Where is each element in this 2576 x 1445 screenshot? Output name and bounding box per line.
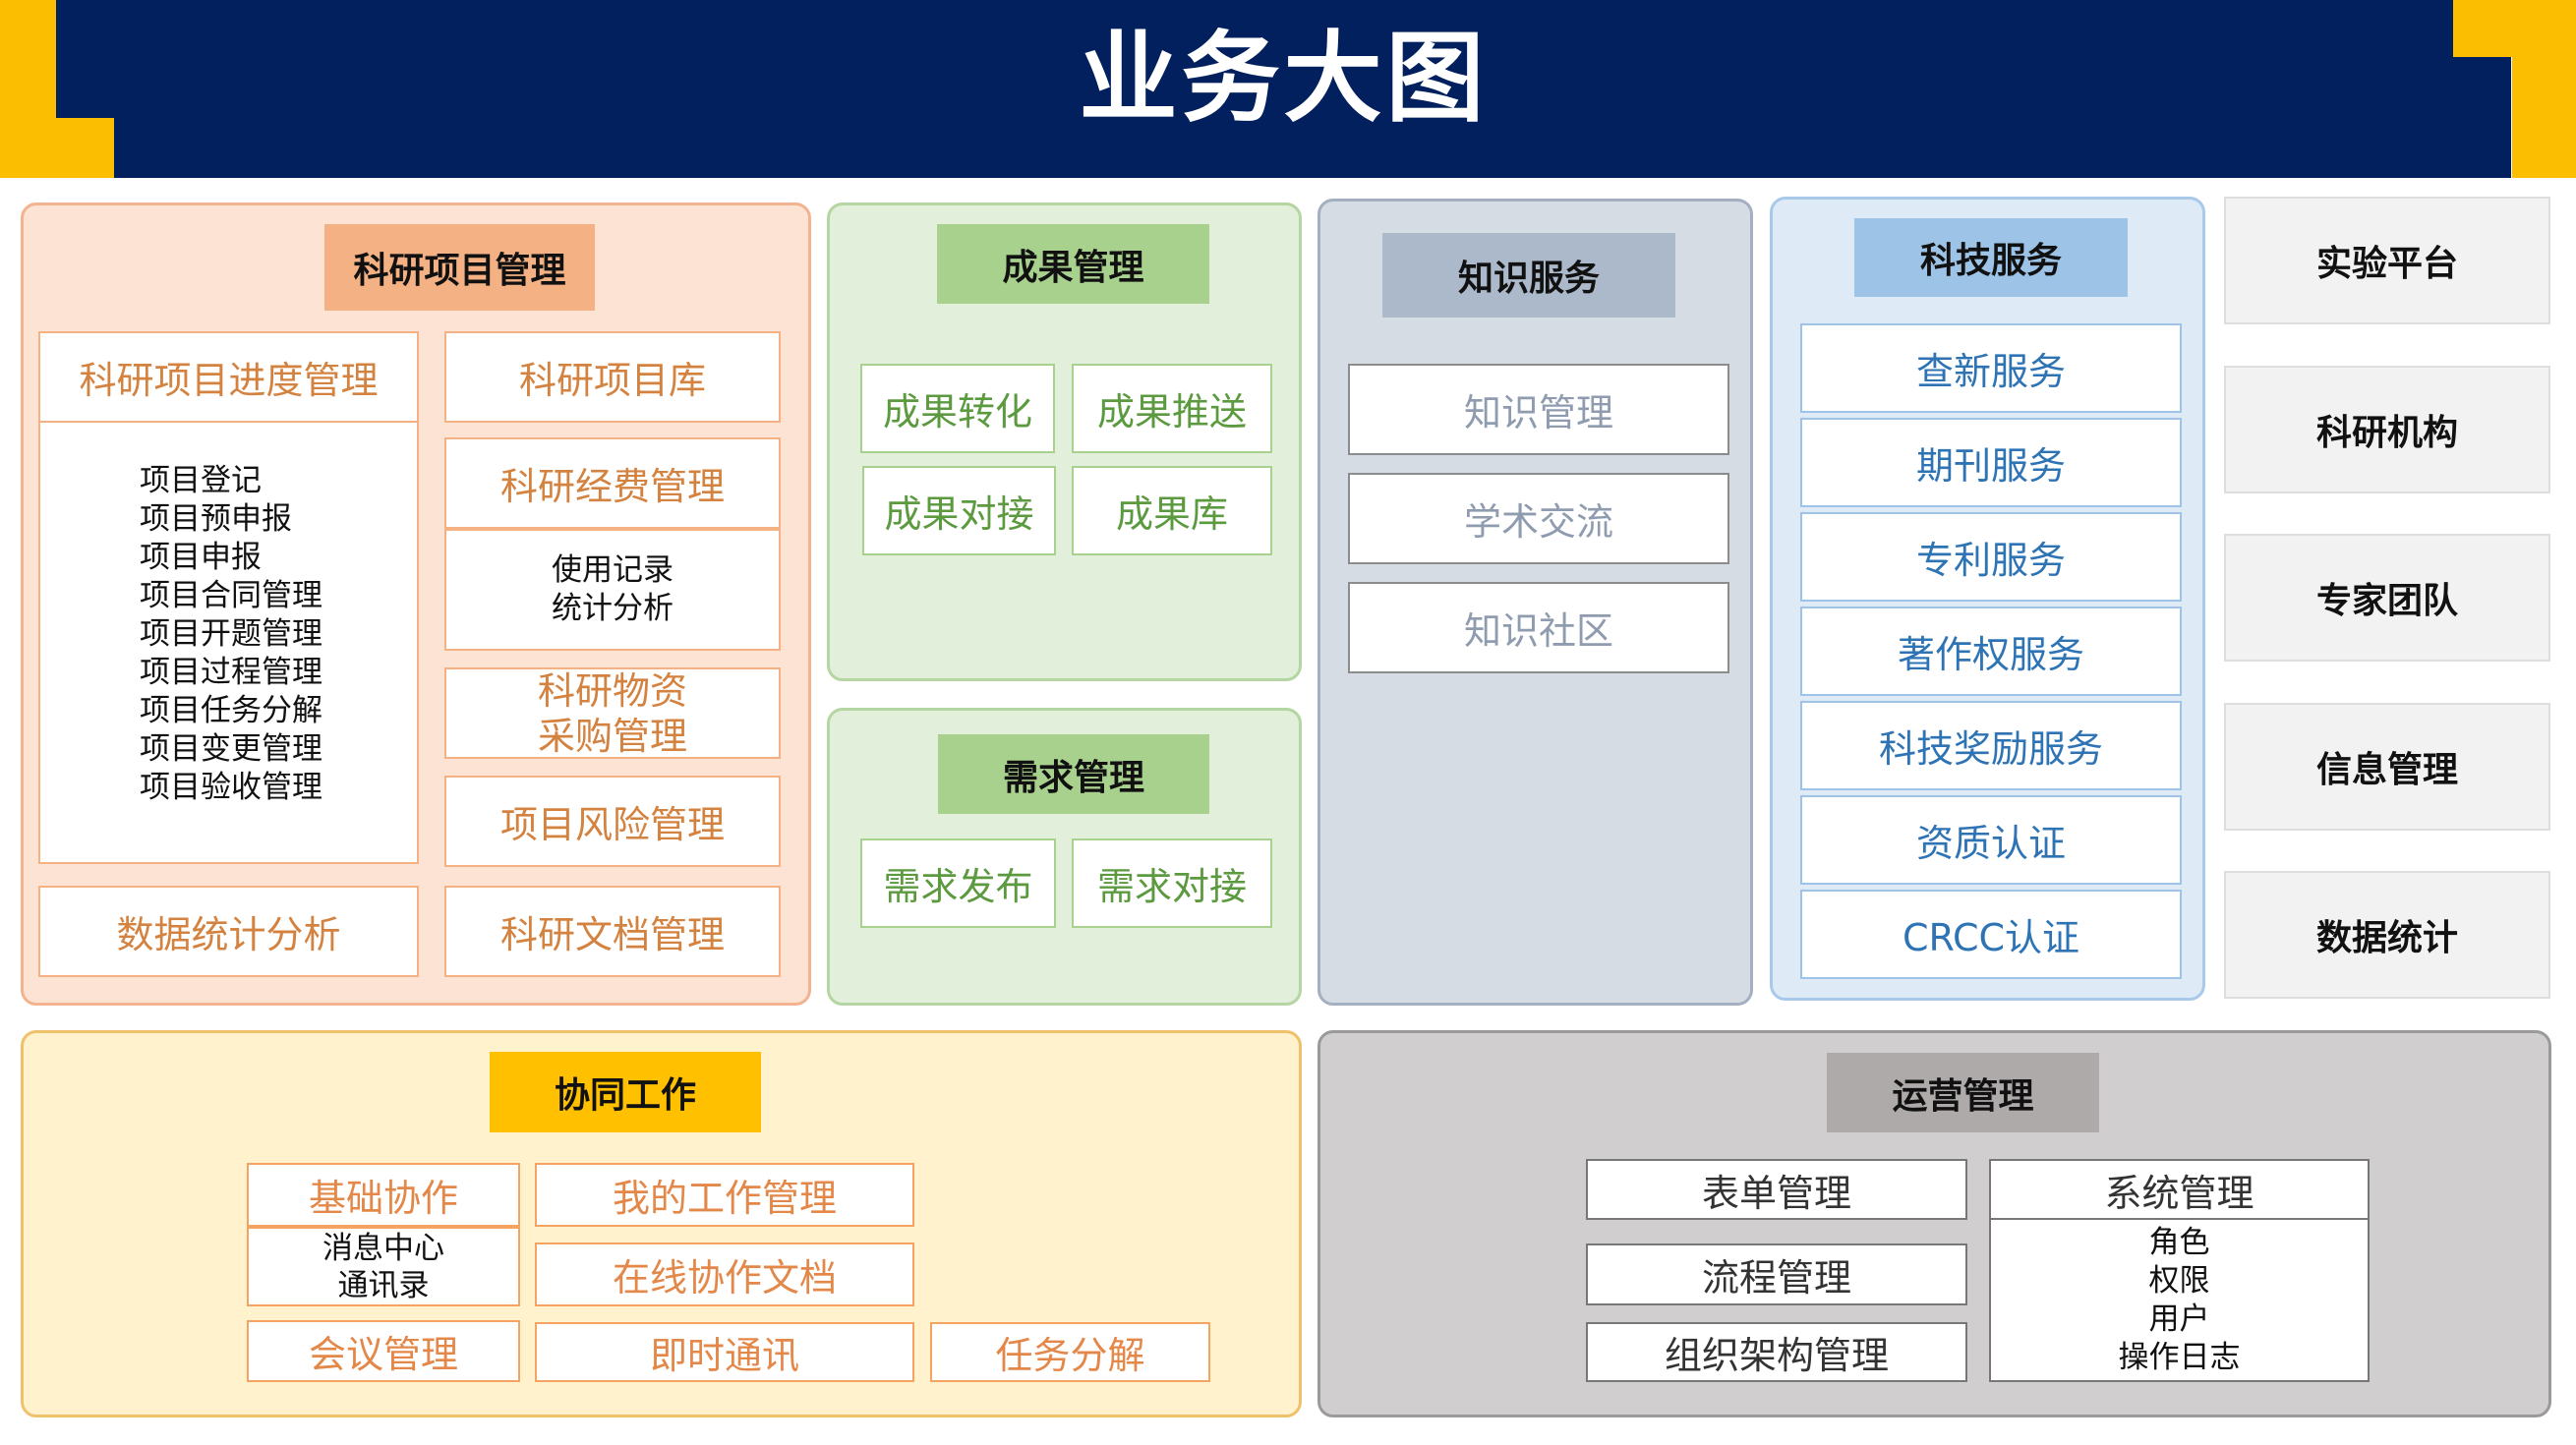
progress-item[interactable]: 项目登记 <box>140 463 262 498</box>
system-item[interactable]: 角色 <box>2148 1225 2210 1260</box>
tech-service-item[interactable]: 资质认证 <box>1800 795 2182 885</box>
materials-procurement-box[interactable]: 科研物资 采购管理 <box>444 667 781 759</box>
funds-item[interactable]: 使用记录 <box>552 552 673 588</box>
header-accent-left-notch <box>56 118 114 178</box>
progress-item[interactable]: 项目预申报 <box>140 501 292 537</box>
materials-line-2: 采购管理 <box>537 714 687 758</box>
tech-service-item[interactable]: 期刊服务 <box>1800 418 2182 507</box>
header-bar <box>56 0 2511 178</box>
result-item[interactable]: 成果库 <box>1072 466 1272 555</box>
funds-item-list: 使用记录 统计分析 <box>444 529 781 651</box>
sci-project-title: 科研项目管理 <box>324 224 595 311</box>
system-item[interactable]: 用户 <box>2148 1301 2210 1337</box>
system-item-list: 角色 权限 用户 操作日志 <box>1991 1222 2368 1379</box>
funds-mgmt-box[interactable]: 科研经费管理 <box>444 437 781 529</box>
doc-mgmt-box[interactable]: 科研文档管理 <box>444 886 781 977</box>
basic-collab-item[interactable]: 消息中心 <box>322 1230 444 1266</box>
demand-item[interactable]: 需求对接 <box>1072 838 1272 928</box>
progress-item[interactable]: 项目申报 <box>140 540 262 575</box>
knowledge-item[interactable]: 知识管理 <box>1348 364 1729 455</box>
demand-item[interactable]: 需求发布 <box>860 838 1056 928</box>
result-item[interactable]: 成果推送 <box>1072 364 1272 453</box>
system-item[interactable]: 操作日志 <box>2118 1340 2241 1375</box>
header-accent-right <box>2512 0 2576 178</box>
knowledge-item[interactable]: 学术交流 <box>1348 473 1729 564</box>
tech-service-item[interactable]: 著作权服务 <box>1800 607 2182 696</box>
org-mgmt-box[interactable]: 组织架构管理 <box>1586 1322 1967 1382</box>
basic-collab-item[interactable]: 通讯录 <box>337 1267 430 1303</box>
demand-title: 需求管理 <box>938 734 1209 814</box>
header-accent-right-notch <box>2453 0 2512 57</box>
progress-item[interactable]: 项目验收管理 <box>140 770 322 805</box>
knowledge-item[interactable]: 知识社区 <box>1348 582 1729 673</box>
result-item[interactable]: 成果转化 <box>860 364 1055 453</box>
side-item[interactable]: 数据统计 <box>2224 871 2550 999</box>
tech-service-item[interactable]: 科技奖励服务 <box>1800 701 2182 790</box>
tech-service-title: 科技服务 <box>1854 218 2128 297</box>
side-item[interactable]: 科研机构 <box>2224 366 2550 493</box>
side-item[interactable]: 实验平台 <box>2224 197 2550 324</box>
progress-item[interactable]: 项目开题管理 <box>140 616 322 652</box>
ops-title: 运营管理 <box>1827 1053 2099 1132</box>
task-breakdown-box[interactable]: 任务分解 <box>930 1322 1210 1382</box>
progress-item[interactable]: 项目过程管理 <box>140 655 322 690</box>
flow-mgmt-box[interactable]: 流程管理 <box>1586 1243 1967 1305</box>
tech-service-item[interactable]: 专利服务 <box>1800 512 2182 602</box>
knowledge-title: 知识服务 <box>1382 233 1675 318</box>
progress-item[interactable]: 项目变更管理 <box>140 731 322 767</box>
tech-service-item[interactable]: CRCC认证 <box>1800 890 2182 979</box>
side-item[interactable]: 信息管理 <box>2224 703 2550 831</box>
header-accent-left <box>0 0 56 178</box>
instant-message-box[interactable]: 即时通讯 <box>535 1322 914 1382</box>
system-mgmt-label[interactable]: 系统管理 <box>1989 1159 2370 1220</box>
results-title: 成果管理 <box>937 224 1209 304</box>
my-work-box[interactable]: 我的工作管理 <box>535 1163 914 1227</box>
side-item[interactable]: 专家团队 <box>2224 534 2550 662</box>
basic-collab-item-list: 消息中心 通讯录 <box>247 1227 520 1306</box>
result-item[interactable]: 成果对接 <box>862 466 1056 555</box>
progress-item[interactable]: 项目任务分解 <box>140 693 322 728</box>
form-mgmt-box[interactable]: 表单管理 <box>1586 1159 1967 1220</box>
basic-collab-box[interactable]: 基础协作 <box>247 1163 520 1227</box>
data-stats-box[interactable]: 数据统计分析 <box>38 886 419 977</box>
system-item[interactable]: 权限 <box>2148 1263 2210 1299</box>
page-title: 业务大图 <box>1079 20 1489 136</box>
project-library-box[interactable]: 科研项目库 <box>444 331 781 423</box>
tech-service-item[interactable]: 查新服务 <box>1800 323 2182 413</box>
online-doc-box[interactable]: 在线协作文档 <box>535 1243 914 1306</box>
funds-item[interactable]: 统计分析 <box>552 591 673 626</box>
progress-mgmt-label[interactable]: 科研项目进度管理 <box>38 331 419 423</box>
meeting-box[interactable]: 会议管理 <box>247 1320 520 1382</box>
risk-mgmt-box[interactable]: 项目风险管理 <box>444 776 781 867</box>
progress-item-list: 项目登记 项目预申报 项目申报 项目合同管理 项目开题管理 项目过程管理 项目任… <box>140 462 405 836</box>
collab-title: 协同工作 <box>490 1052 761 1132</box>
progress-item[interactable]: 项目合同管理 <box>140 578 322 613</box>
materials-line-1: 科研物资 <box>537 668 687 713</box>
